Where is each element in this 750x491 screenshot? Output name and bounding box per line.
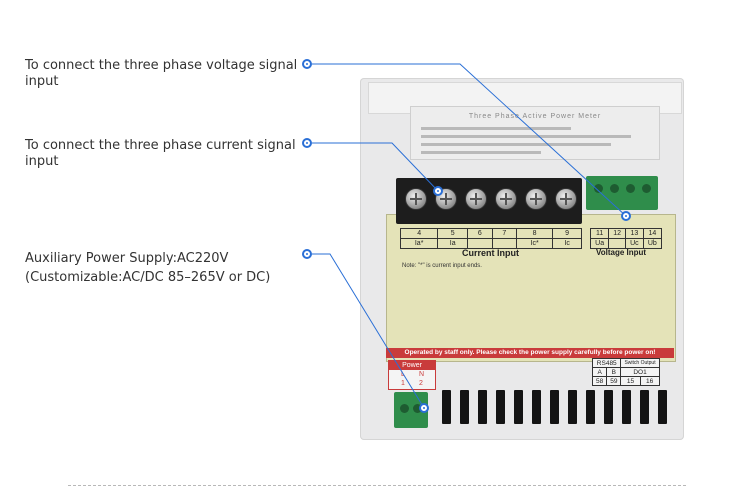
terminal-label: Ia	[437, 238, 469, 249]
power-n-label: N	[419, 371, 425, 378]
terminal-screw-icon	[495, 188, 517, 210]
bottom-divider	[68, 485, 686, 486]
nameplate-title: Three Phase Active Power Meter	[468, 113, 602, 120]
rs485-terminal-table: RS485 Switch Output A B DO1 58 59 15 16	[591, 358, 660, 386]
do1-label: DO1	[620, 367, 660, 377]
terminal-label	[608, 238, 626, 249]
rs485-a-label: A	[591, 367, 608, 377]
terminal-number: 13	[624, 228, 644, 239]
terminal-label	[467, 238, 493, 249]
terminal-number: 9	[552, 228, 582, 239]
terminal-number: 6	[467, 228, 493, 239]
terminal-screw-icon	[465, 188, 487, 210]
terminal-number: 12	[608, 228, 626, 239]
terminal-number: 15	[620, 376, 641, 386]
current-callout-text: To connect the three phase current signa…	[25, 138, 296, 169]
warning-banner: Operated by staff only. Please check the…	[386, 348, 674, 358]
terminal-number: 7	[491, 228, 518, 239]
voltage-input-caption: Voltage Input	[596, 248, 647, 257]
terminal-number: 11	[589, 228, 610, 239]
terminal-label: Ub	[642, 238, 663, 249]
current-terminal-table: 4 5 6 7 8 9 Ia* Ia Ic* Ic	[399, 228, 582, 249]
terminal-label: Ic*	[516, 238, 554, 249]
aux-power-terminal-dot	[419, 403, 429, 413]
vent-slot	[568, 390, 577, 424]
vent-slot	[586, 390, 595, 424]
terminal-label: Ia*	[399, 238, 439, 249]
current-input-caption: Current Input	[462, 248, 519, 258]
power-terminal-label: Power L N 1 2	[388, 360, 436, 390]
vent-slot	[442, 390, 451, 424]
vent-slot	[604, 390, 613, 424]
aux-power-callout-dot	[302, 249, 312, 259]
terminal-number: 14	[642, 228, 663, 239]
vent-slot	[496, 390, 505, 424]
power-l-label: L	[401, 371, 405, 378]
switch-output-title: Switch Output	[620, 358, 660, 368]
terminal-label	[491, 238, 518, 249]
terminal-number: 4	[399, 228, 439, 239]
power-pin-2: 2	[419, 380, 423, 387]
voltage-terminal-table: 11 12 13 14 Ua Uc Ub	[589, 228, 663, 249]
terminal-slot	[626, 184, 635, 193]
vent-slot	[460, 390, 469, 424]
vent-slot	[550, 390, 559, 424]
rs485-title: RS485	[591, 358, 622, 368]
terminal-screw-icon	[525, 188, 547, 210]
aux-power-callout-text: Auxiliary Power Supply:AC220V (Customiza…	[25, 251, 271, 285]
nameplate-line	[421, 151, 541, 154]
nameplate-line	[421, 127, 571, 130]
vent-slot	[514, 390, 523, 424]
vent-slot	[622, 390, 631, 424]
terminal-number: 58	[591, 376, 608, 386]
nameplate-line	[421, 143, 611, 146]
terminal-number: 5	[437, 228, 469, 239]
voltage-callout-text: To connect the three phase voltage signa…	[25, 58, 298, 89]
terminal-number: 16	[639, 376, 660, 386]
terminal-note: Note: "*" is current input ends.	[402, 263, 482, 269]
terminal-label: Ic	[552, 238, 582, 249]
voltage-callout-dot	[302, 59, 312, 69]
terminal-screw-icon	[555, 188, 577, 210]
nameplate-line	[421, 135, 631, 138]
terminal-slot	[400, 404, 409, 413]
terminal-slot	[610, 184, 619, 193]
power-title: Power	[389, 361, 435, 370]
current-terminal-dot	[433, 186, 443, 196]
terminal-number: 8	[516, 228, 554, 239]
terminal-label: Ua	[589, 238, 610, 249]
terminal-screw-icon	[405, 188, 427, 210]
vent-slot	[532, 390, 541, 424]
ventilation-grille	[434, 390, 670, 428]
voltage-terminal-dot	[621, 211, 631, 221]
rs485-b-label: B	[606, 367, 622, 377]
terminal-slot	[642, 184, 651, 193]
vent-slot	[640, 390, 649, 424]
terminal-label: Uc	[624, 238, 644, 249]
terminal-number: 59	[606, 376, 622, 386]
voltage-terminal-block	[586, 176, 658, 210]
terminal-slot	[594, 184, 603, 193]
device-nameplate: Three Phase Active Power Meter	[410, 106, 660, 160]
vent-slot	[658, 390, 667, 424]
power-pin-1: 1	[401, 380, 405, 387]
vent-slot	[478, 390, 487, 424]
current-callout-dot	[302, 138, 312, 148]
terminal-slot	[413, 404, 422, 413]
current-terminal-block	[396, 178, 582, 224]
